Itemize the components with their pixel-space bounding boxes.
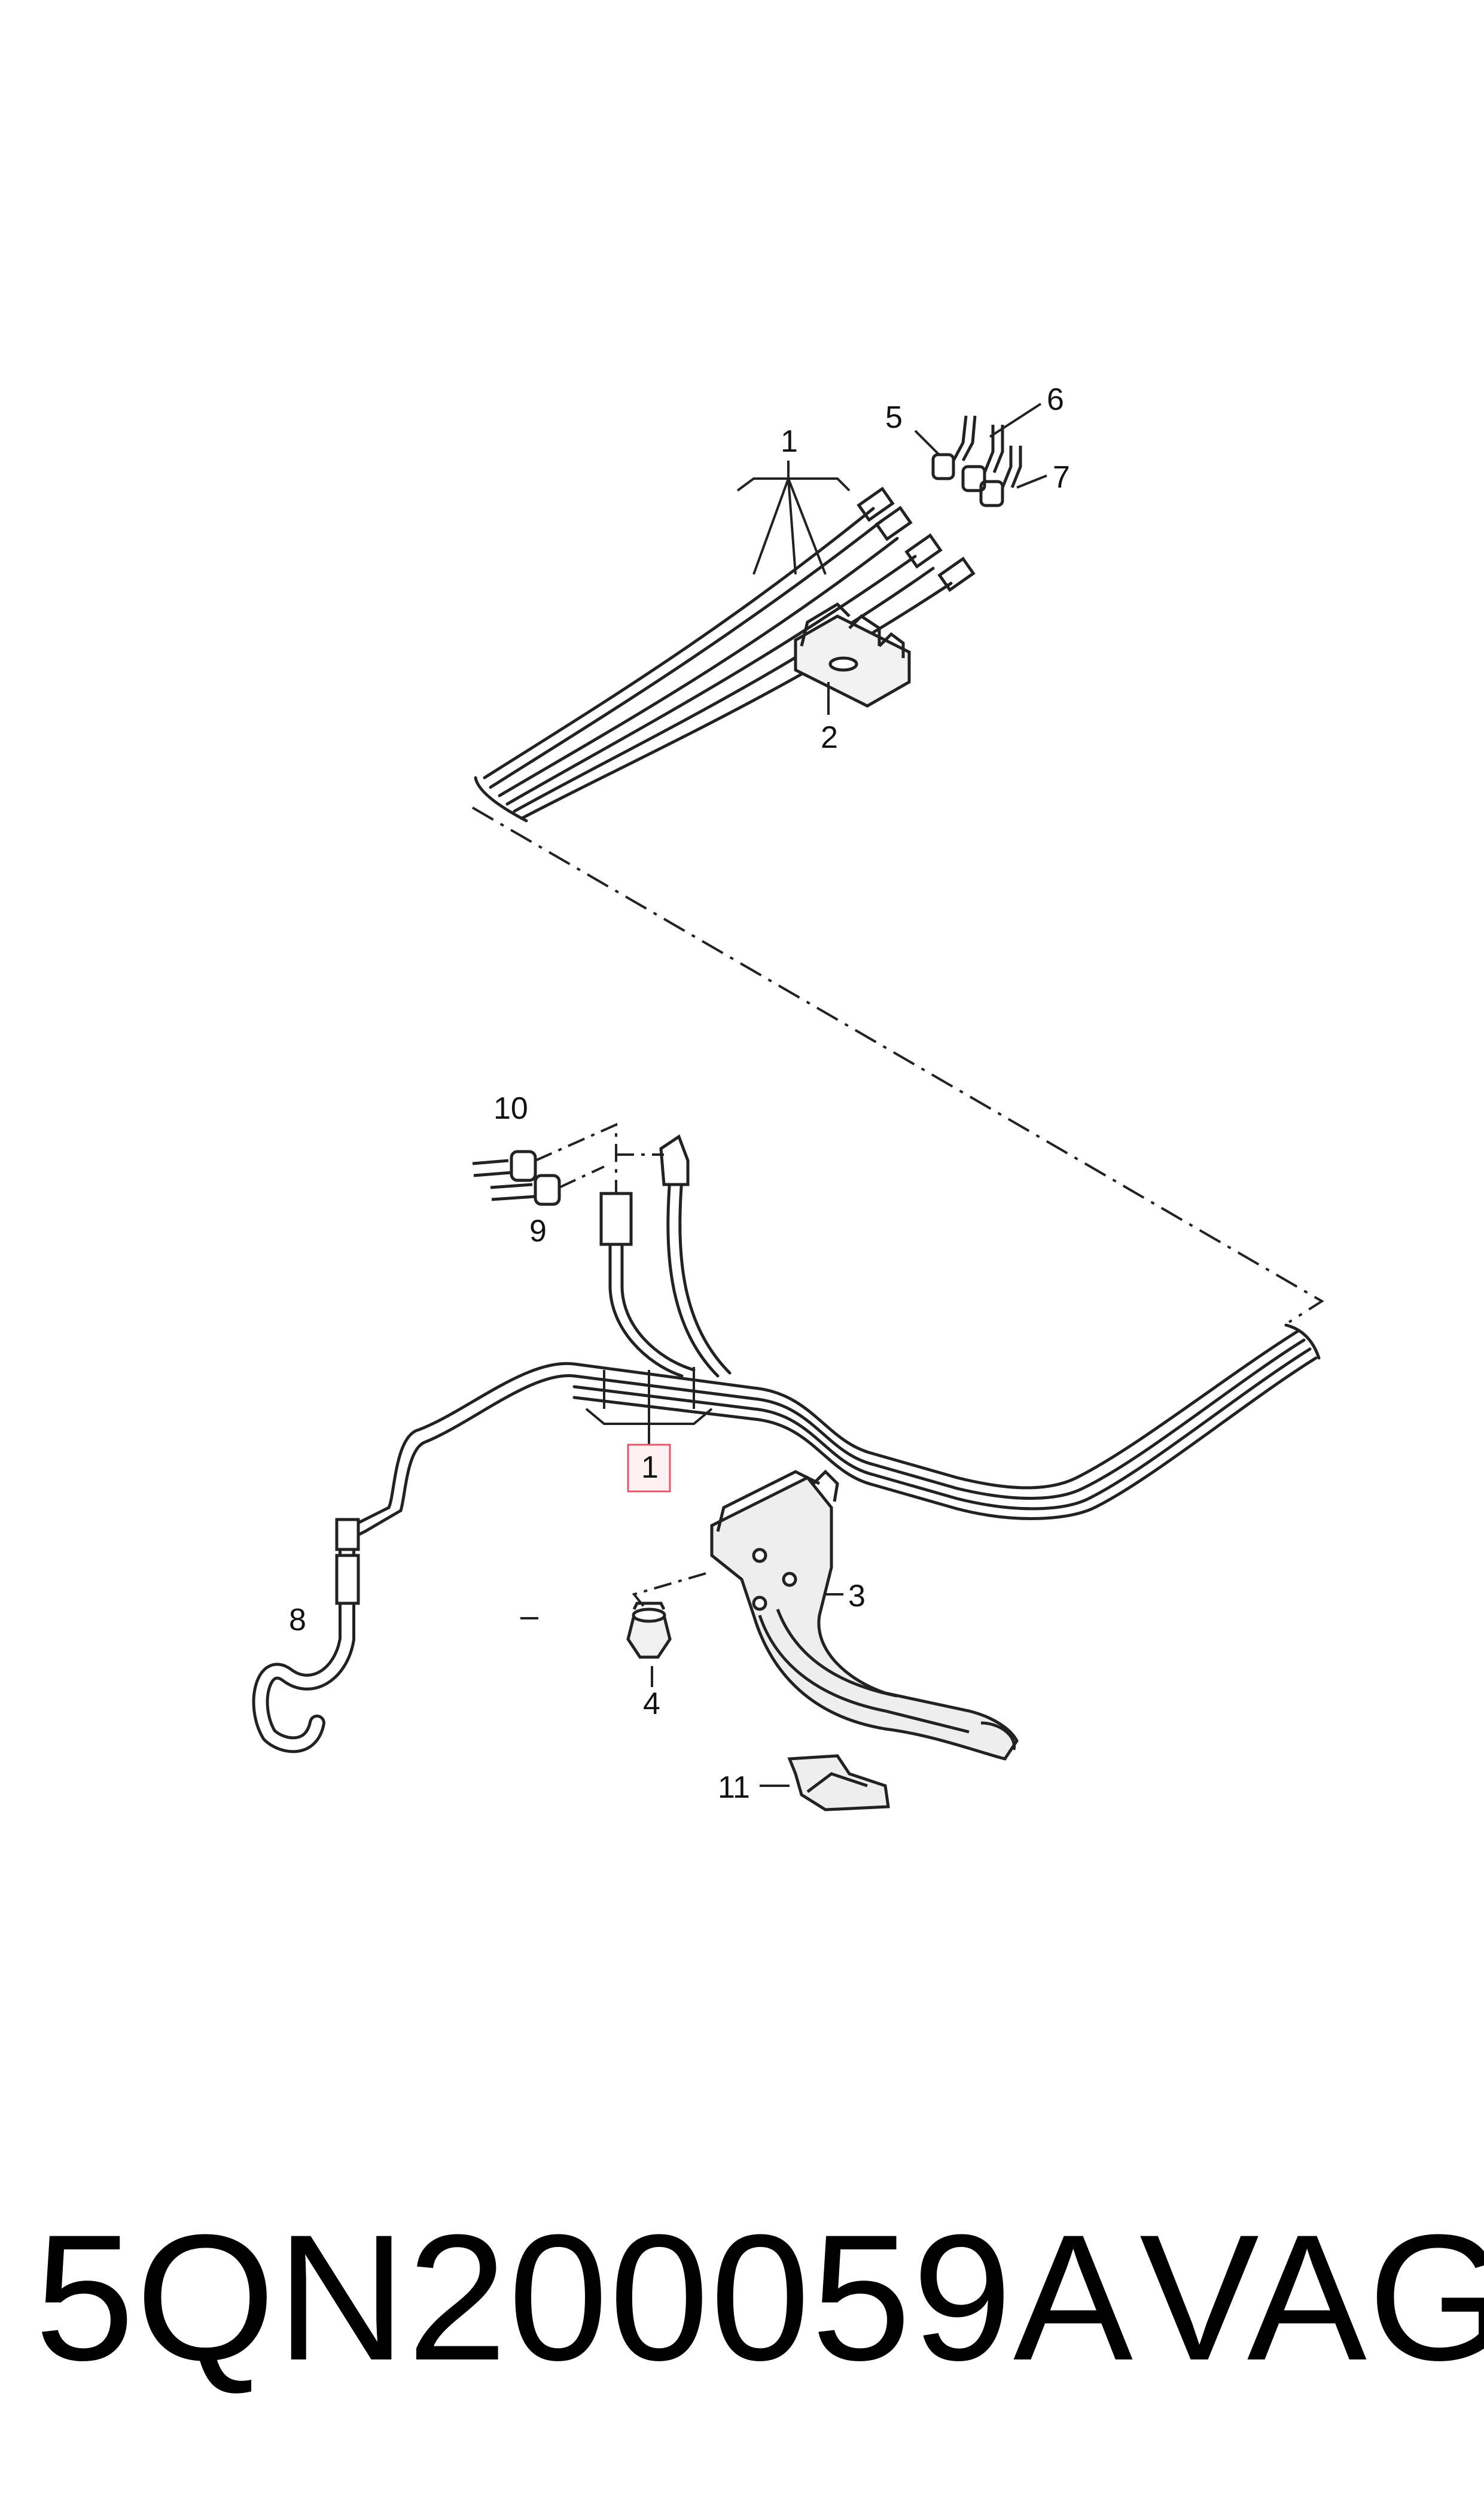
callout-8: 8 [289,1603,306,1637]
callout-7: 7 [1053,460,1070,495]
highlight-box [627,1444,671,1493]
upper-leader-lines [736,403,1047,715]
callout-10: 10 [493,1091,528,1126]
callout-4: 4 [643,1686,660,1721]
connector-5 [931,415,977,480]
lower-line-bundle [345,1323,1321,1539]
callout-11: 11 [718,1770,750,1805]
shield-3 [710,1469,1019,1761]
dashdot-connection-line [471,806,1324,1323]
callout-1-bottom: 1 [641,1450,659,1485]
connector-9 [490,1174,561,1206]
callout-9: 9 [529,1214,547,1249]
callout-6: 6 [1047,382,1064,417]
callout-5: 5 [885,400,903,435]
connector-7 [979,446,1022,507]
bracket-2 [794,602,911,708]
dashdot-clip-line [632,1572,706,1610]
dashdot-connector-lines [535,1122,664,1193]
callout-3: 3 [848,1579,866,1613]
brand-label: VAG [1139,2197,1484,2398]
part-number-label: 5QN200059A [35,2197,1135,2398]
connector-10 [472,1150,537,1182]
callout-1-top: 1 [781,424,798,459]
lower-leader-lines [520,1367,843,1787]
hose-8 [252,1518,360,1753]
clip-4 [626,1601,672,1659]
vertical-lines-to-connectors [599,1134,732,1378]
callout-2: 2 [821,720,838,755]
upper-line-bundle [474,486,976,823]
bracket-11 [787,1754,890,1811]
